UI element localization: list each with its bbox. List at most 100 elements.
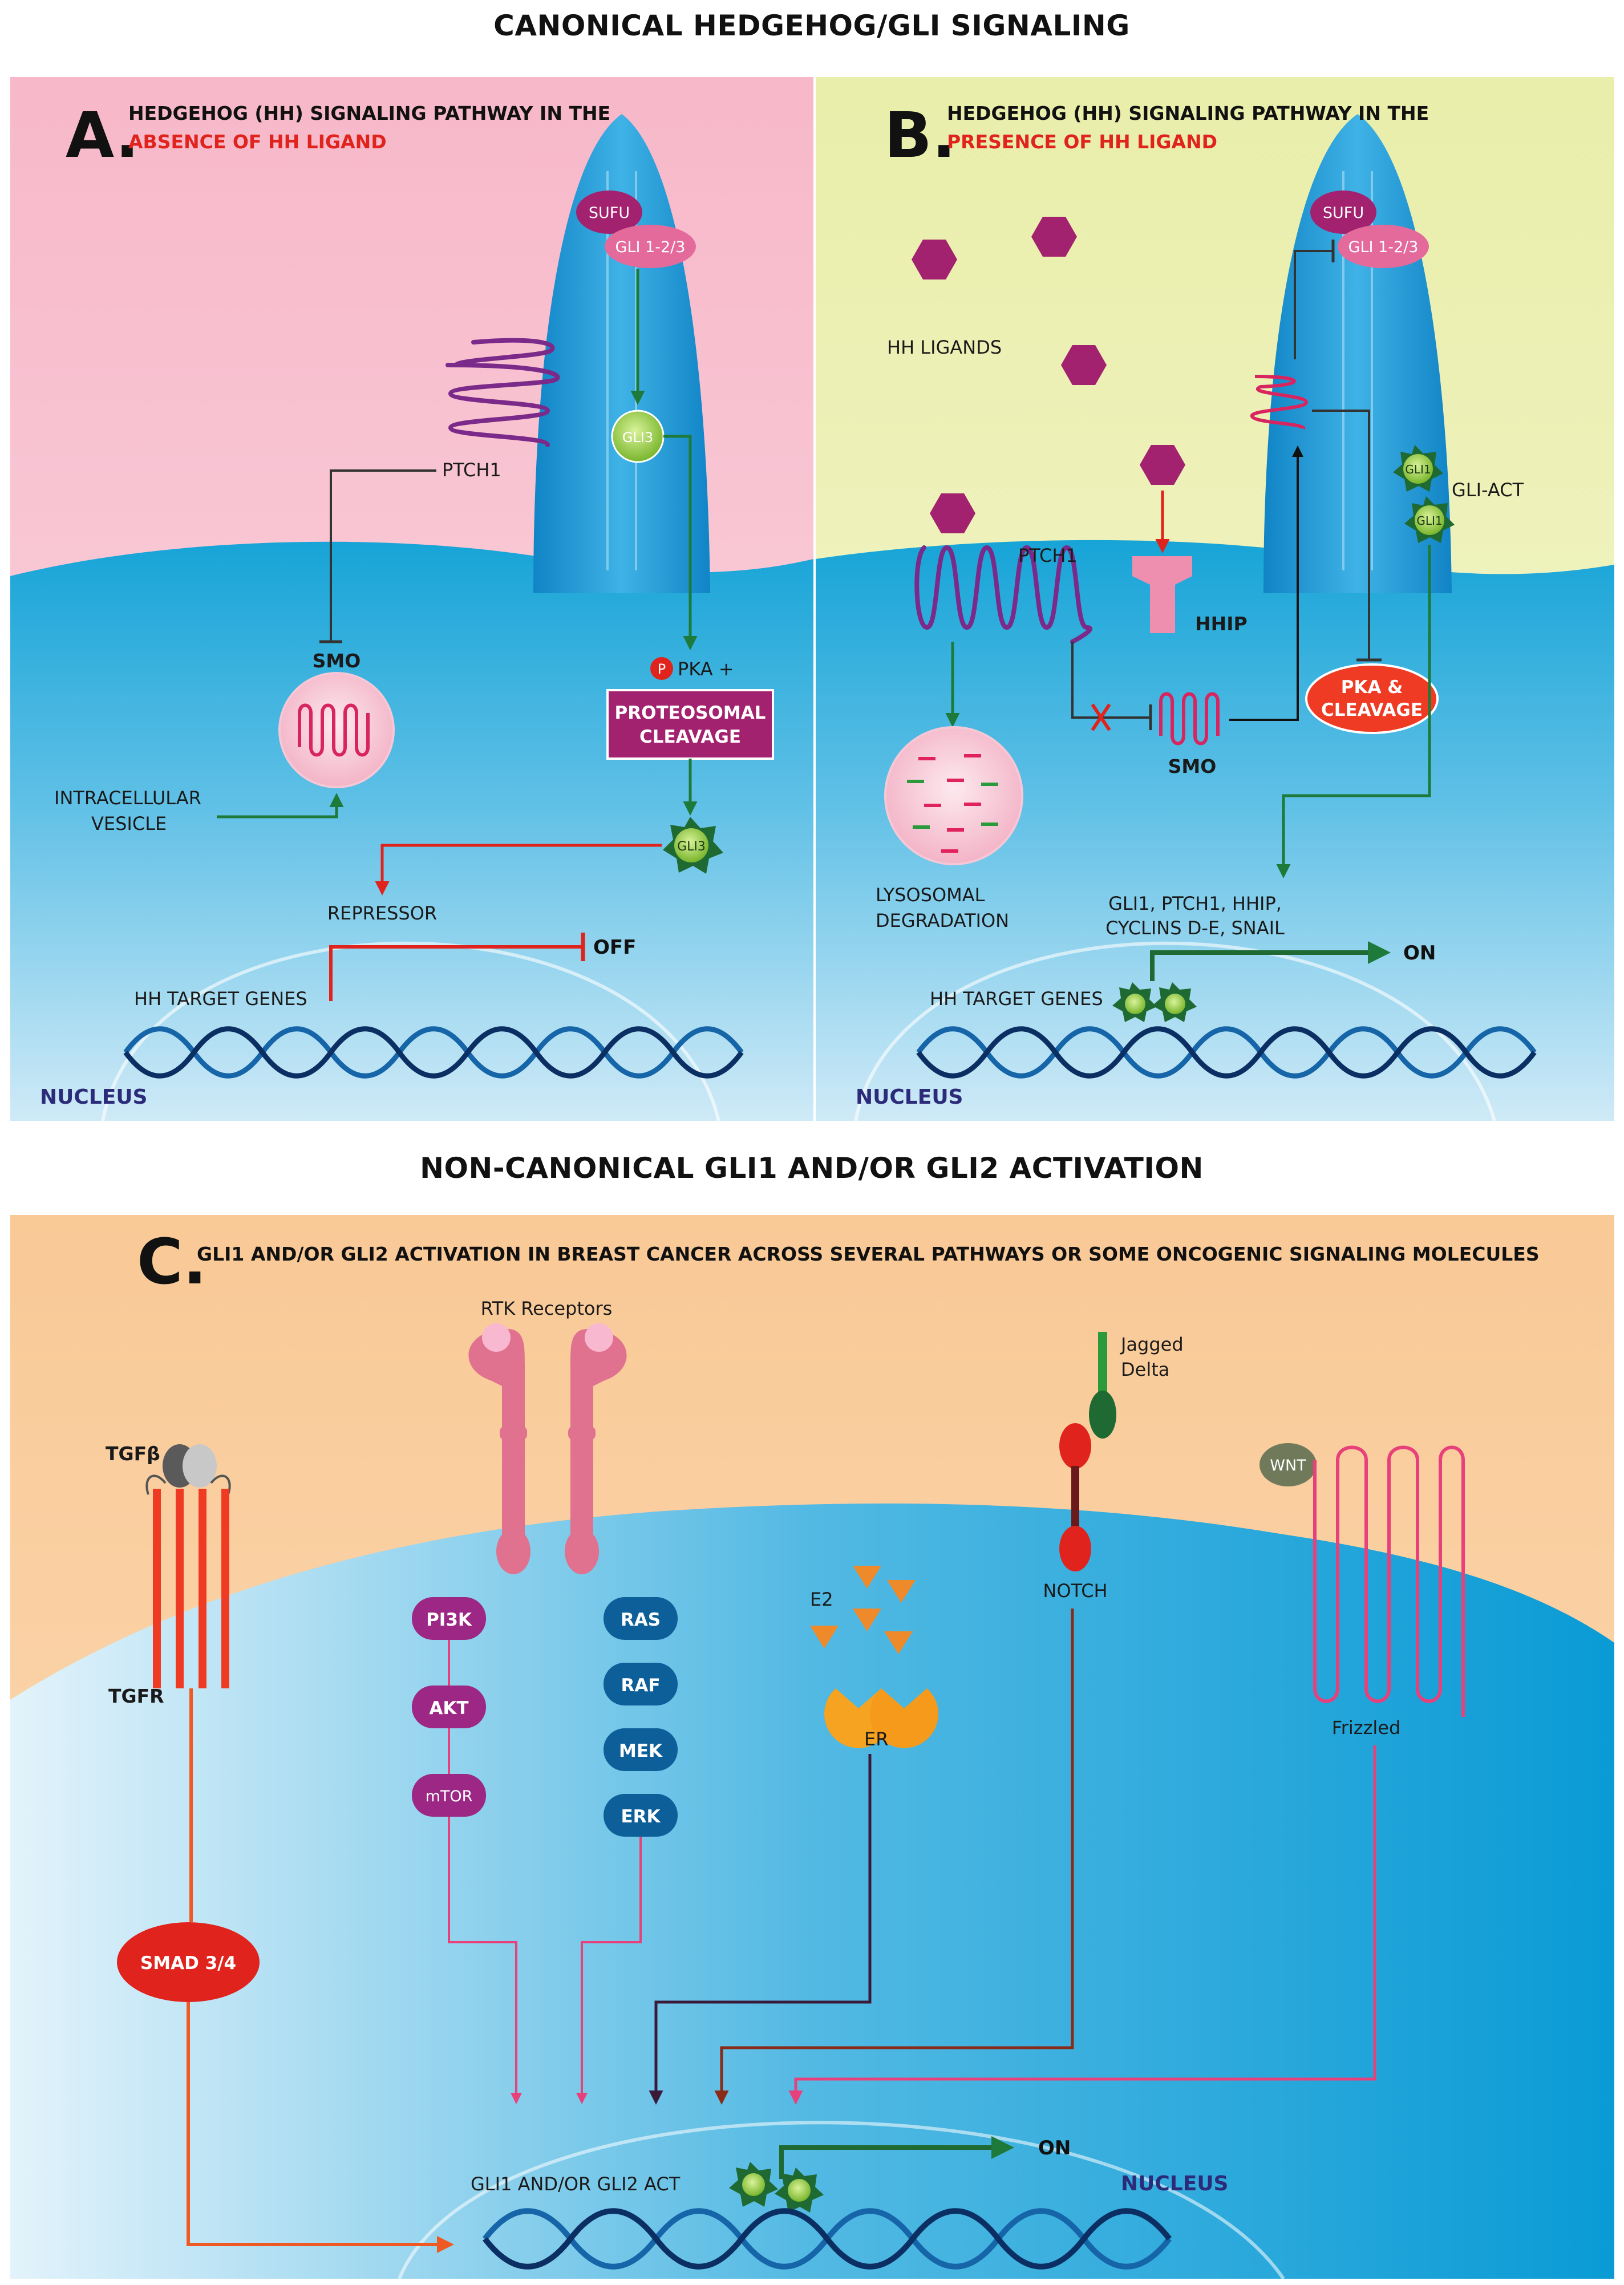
sufu-label: SUFU bbox=[589, 204, 630, 222]
hh-ligand bbox=[1031, 217, 1077, 257]
panel-b-letter: B. bbox=[884, 99, 956, 172]
genes-label-2: CYCLINS D-E, SNAIL bbox=[1105, 917, 1285, 939]
hh-ligand bbox=[1140, 445, 1185, 485]
ptch1-receptor bbox=[446, 338, 560, 447]
sufu-node bbox=[576, 191, 642, 234]
panel-a-letter: A. bbox=[66, 99, 139, 172]
e2-label: E2 bbox=[810, 1589, 833, 1610]
panel-c: C. GLI1 AND/OR GLI2 ACTIVATION IN BREAST… bbox=[10, 1215, 1614, 2280]
panel-b-ptch1-receptor bbox=[914, 545, 1093, 644]
smo-vesicle bbox=[278, 672, 395, 788]
gli1-label-a: GLI1 bbox=[1405, 463, 1431, 476]
smad-label: SMAD 3/4 bbox=[140, 1953, 236, 1974]
panel-a-dna bbox=[123, 1026, 744, 1079]
off-label: OFF bbox=[593, 936, 636, 959]
rtk-label: RTK Receptors bbox=[481, 1298, 613, 1319]
panel-b: B. HEDGEHOG (HH) SIGNALING PATHWAY IN TH… bbox=[813, 77, 1614, 1121]
pi3k-pathway: PI3K AKT mTOR bbox=[412, 1597, 486, 1817]
panel-b-heading-red: PRESENCE OF HH LIGAND bbox=[947, 131, 1217, 153]
panel-a-nucleus-label: NUCLEUS bbox=[40, 1085, 147, 1109]
gli-active-dimer bbox=[729, 2162, 824, 2213]
panel-b-smo-receptor bbox=[1159, 692, 1220, 746]
lysosome-label: LYSOSOMAL bbox=[876, 884, 985, 906]
panel-b-gli123-label: GLI 1-2/3 bbox=[1348, 238, 1419, 256]
panel-b-on-label: ON bbox=[1403, 942, 1436, 965]
genes-label-1: GLI1, PTCH1, HHIP, bbox=[1108, 893, 1282, 914]
panel-a-target-genes-label: HH TARGET GENES bbox=[134, 988, 307, 1010]
panel-b-dna bbox=[916, 1026, 1537, 1079]
panel-b-heading: HEDGEHOG (HH) SIGNALING PATHWAY IN THE bbox=[947, 102, 1429, 124]
panel-b-nucleus-label: NUCLEUS bbox=[856, 1085, 963, 1109]
canonical-title: CANONICAL HEDGEHOG/GLI SIGNALING bbox=[493, 9, 1130, 42]
rtk-receptor bbox=[468, 1329, 627, 1574]
panel-c-nucleus-label: NUCLEUS bbox=[1121, 2172, 1228, 2195]
ras-label: RAS bbox=[621, 1610, 661, 1630]
mtor-node bbox=[412, 1774, 486, 1817]
delta-label: Delta bbox=[1121, 1359, 1169, 1380]
wnt-ligand bbox=[1259, 1443, 1317, 1486]
tgfr-receptor bbox=[153, 1489, 229, 1688]
ptch1-label: PTCH1 bbox=[442, 459, 501, 481]
panel-b-sufu-node bbox=[1310, 191, 1376, 234]
mapk-pathway: RAS RAF MEK ERK bbox=[604, 1597, 678, 1837]
pka-cleavage-label-2: CLEAVAGE bbox=[1321, 700, 1423, 720]
panel-b-smo-label: SMO bbox=[1168, 755, 1217, 777]
pi3k-node bbox=[412, 1597, 486, 1640]
panel-b-target-genes-label: HH TARGET GENES bbox=[930, 988, 1103, 1010]
hhip-label: HHIP bbox=[1195, 613, 1248, 635]
pka-cleavage-label-1: PKA & bbox=[1341, 677, 1403, 698]
phospho-label: P bbox=[658, 661, 666, 677]
panel-c-dna bbox=[483, 2208, 1172, 2270]
phospho-badge bbox=[650, 657, 673, 680]
mtor-label: mTOR bbox=[426, 1788, 473, 1805]
notch-label: NOTCH bbox=[1043, 1580, 1107, 1602]
er-receptor bbox=[824, 1688, 938, 1748]
panel-c-nucleus-membrane bbox=[398, 2121, 1285, 2280]
tgfb-ligand bbox=[183, 1444, 217, 1488]
cleavage-label-1: PROTEOSOMAL bbox=[615, 703, 766, 723]
proteosomal-cleavage-box bbox=[606, 689, 774, 760]
hh-ligands-label: HH LIGANDS bbox=[887, 337, 1002, 358]
frizzled-receptor bbox=[1313, 1445, 1465, 1717]
gli123-node bbox=[605, 225, 696, 268]
panel-a-heading-red: ABSENCE OF HH LIGAND bbox=[128, 131, 387, 153]
hh-ligand-hexagons bbox=[912, 217, 1185, 533]
erk-label: ERK bbox=[621, 1806, 661, 1827]
raf-label: RAF bbox=[621, 1675, 660, 1696]
gli3-bottom-label: GLI3 bbox=[677, 840, 706, 854]
panel-c-on-label: ON bbox=[1038, 2137, 1071, 2160]
raf-node bbox=[604, 1663, 678, 1705]
pi3k-label: PI3K bbox=[426, 1610, 472, 1630]
blocked-x-mark bbox=[1091, 703, 1111, 731]
gli3-top-label: GLI3 bbox=[622, 430, 653, 445]
e2-ligands bbox=[810, 1566, 916, 1654]
tgfb-label: TGFβ bbox=[106, 1443, 160, 1465]
vesicle-label-2: VESICLE bbox=[91, 813, 167, 834]
vesicle-label: INTRACELLULAR bbox=[54, 787, 201, 809]
mek-node bbox=[604, 1728, 678, 1771]
panel-b-ptch1-label: PTCH1 bbox=[1018, 545, 1078, 566]
panel-c-letter: C. bbox=[137, 1225, 207, 1298]
erk-node bbox=[604, 1794, 678, 1837]
hh-ligand bbox=[912, 240, 957, 279]
wnt-label: WNT bbox=[1270, 1457, 1306, 1474]
gli123-label: GLI 1-2/3 bbox=[615, 238, 686, 256]
mek-label: MEK bbox=[619, 1741, 663, 1761]
ras-node bbox=[604, 1597, 678, 1640]
tgfr-label: TGFR bbox=[108, 1685, 164, 1707]
panel-a-cytoplasm bbox=[10, 541, 813, 1121]
akt-label: AKT bbox=[429, 1698, 468, 1719]
gli-act-label: GLI1 AND/OR GLI2 ACT bbox=[471, 2173, 681, 2195]
smad-node bbox=[117, 1922, 260, 2002]
panel-c-heading: GLI1 AND/OR GLI2 ACTIVATION IN BREAST CA… bbox=[197, 1243, 1540, 1265]
panel-a-heading: HEDGEHOG (HH) SIGNALING PATHWAY IN THE bbox=[128, 102, 610, 124]
jagged-label: Jagged bbox=[1120, 1334, 1184, 1355]
panel-b-sufu-label: SUFU bbox=[1323, 204, 1364, 222]
hh-ligand bbox=[930, 493, 975, 533]
pka-label: PKA + bbox=[678, 658, 734, 680]
panel-a: A. HEDGEHOG (HH) SIGNALING PATHWAY IN TH… bbox=[10, 77, 813, 1121]
lysosome bbox=[884, 726, 1023, 865]
lysosome-fragments bbox=[907, 754, 998, 853]
akt-node bbox=[412, 1686, 486, 1728]
